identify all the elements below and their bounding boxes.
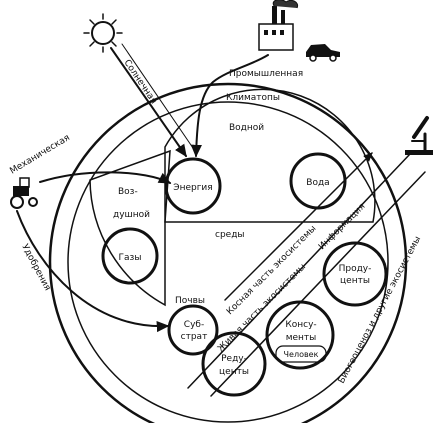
- industrial-energy-arrow: [190, 54, 269, 158]
- air-env-label-1: Воз-: [118, 187, 138, 197]
- water-env-label: Водной: [229, 123, 264, 133]
- sun-icon: [83, 13, 123, 53]
- water-circle: [289, 152, 347, 210]
- ecosystem-divider-upper: [187, 153, 411, 389]
- outer-ecosystem-ring: [48, 82, 408, 423]
- reducers-label-1: Реду-: [221, 354, 247, 364]
- inner-ecosystem-ring: [67, 101, 389, 423]
- tractor-icon: [10, 177, 38, 209]
- energy-circle: [164, 157, 222, 215]
- gases-circle: [101, 227, 159, 285]
- solar-energy-arrow: [110, 47, 187, 158]
- human-label: Человек: [284, 350, 319, 359]
- air-environment-sector: [89, 149, 171, 307]
- producers-circle: [322, 241, 388, 307]
- soils-label: Почвы: [175, 296, 205, 306]
- ecosystem-divider-lower: [210, 171, 426, 397]
- solar-energy-arrow-shadow: [121, 43, 194, 149]
- solar-label: Солнечная: [122, 58, 159, 106]
- factory-icon: [258, 0, 299, 51]
- information-arrow: [224, 152, 373, 301]
- mechanical-energy-arrow: [39, 171, 172, 184]
- producers-label-2: центы: [340, 276, 370, 286]
- human-box: [275, 345, 327, 363]
- reducers-circle: [201, 331, 267, 397]
- environments-label: среды: [215, 230, 245, 240]
- mechanical-label: Механическая: [8, 133, 71, 177]
- substrate-label-1: Суб-: [184, 320, 204, 330]
- air-env-label-2: душной: [113, 210, 150, 220]
- substrate-label-2: страт: [181, 332, 208, 342]
- water-environment-sector: [164, 88, 376, 223]
- gases-label: Газы: [119, 253, 142, 263]
- microscope-icon: [405, 116, 433, 155]
- consumers-label-1: Консу-: [285, 320, 316, 330]
- industrial-label: Промышленная: [229, 69, 303, 79]
- consumers-label-2: менты: [286, 333, 317, 343]
- car-icon: [306, 44, 340, 62]
- climatopes-label: Климатопы: [226, 93, 280, 103]
- energy-label: Энергия: [173, 183, 212, 193]
- consumers-circle: [265, 300, 335, 370]
- water-label: Вода: [306, 178, 329, 188]
- fertilizers-arrow: [16, 210, 170, 333]
- reducers-label-2: центы: [219, 367, 249, 377]
- producers-label-1: Проду-: [339, 264, 372, 274]
